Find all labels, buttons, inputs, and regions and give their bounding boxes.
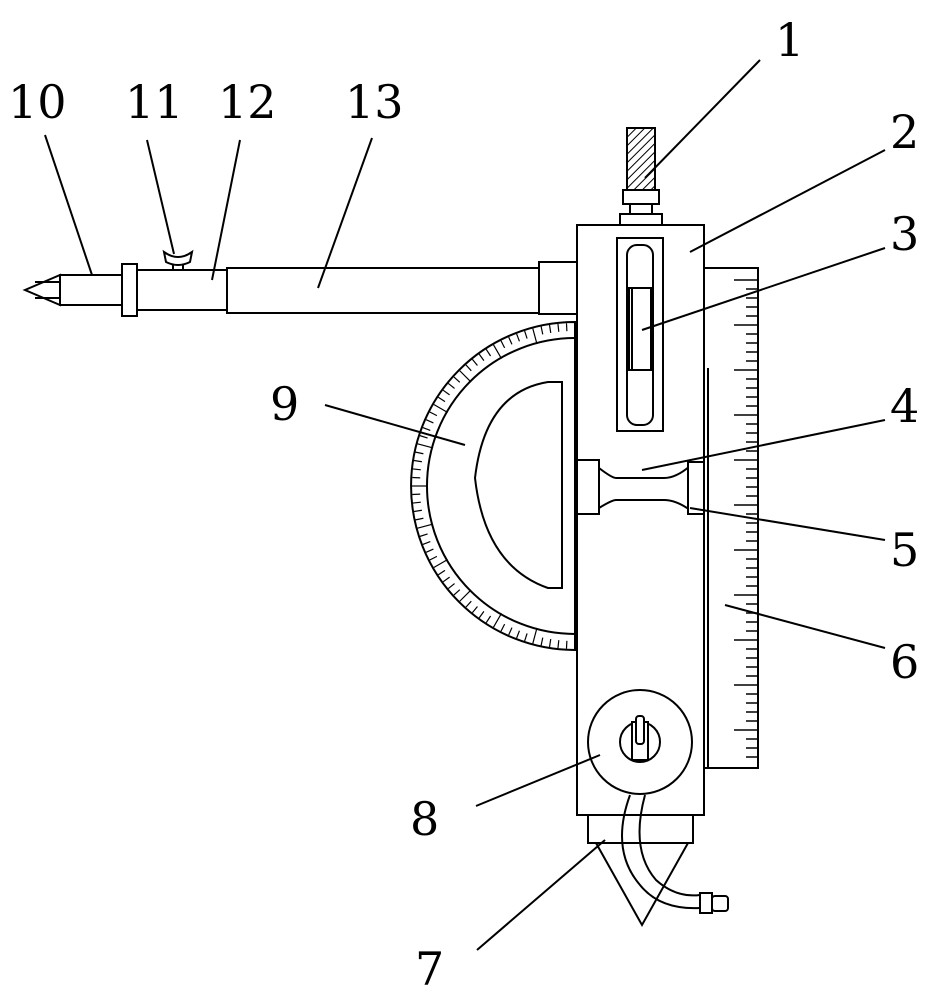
rod-assembly <box>22 249 578 317</box>
protractor-tick <box>417 443 434 449</box>
tip-point <box>22 273 61 307</box>
protractor-tick <box>532 627 538 644</box>
protractor-tick <box>459 589 472 602</box>
protractor-tick <box>508 336 513 345</box>
protractor-tick <box>437 396 446 403</box>
protractor-tick <box>417 523 434 529</box>
protractor-tick <box>442 389 450 396</box>
label-6: 6 <box>890 635 919 689</box>
protractor-tick <box>524 633 528 642</box>
protractor-tick <box>465 364 472 372</box>
protractor-tick <box>516 333 521 342</box>
label-3: 3 <box>890 207 919 261</box>
cross-bar-part-4 <box>576 459 705 515</box>
label-10: 10 <box>8 75 67 129</box>
label-9: 9 <box>270 377 299 431</box>
label-8: 8 <box>410 792 439 846</box>
protractor-tick <box>471 606 478 614</box>
label-13: 13 <box>345 75 404 129</box>
protractor-tick <box>459 370 472 383</box>
top-knob-part-1 <box>619 127 663 227</box>
protractor-tick <box>433 558 448 569</box>
protractor-tick <box>453 376 461 383</box>
protractor-tick <box>540 326 544 335</box>
protractor-ticks <box>412 323 576 649</box>
protractor-tick <box>478 611 485 619</box>
protractor-tick <box>415 451 424 455</box>
protractor-tick <box>524 330 528 339</box>
protractor-tick <box>415 517 424 521</box>
protractor-tick <box>500 623 506 632</box>
ruler-ticks <box>734 279 758 758</box>
leader-lines <box>44 59 886 951</box>
protractor-tick <box>425 548 434 553</box>
protractor-tick <box>516 630 521 639</box>
protractor-tick <box>508 627 513 636</box>
protractor-tick <box>413 509 423 513</box>
protractor-tick <box>453 589 461 596</box>
protractor-tick <box>442 576 450 583</box>
protractor-tick <box>419 435 428 439</box>
tip-body-part-10 <box>59 274 123 306</box>
protractor-tick <box>419 533 428 537</box>
main-tube-part-13 <box>226 267 540 314</box>
label-4: 4 <box>890 379 919 433</box>
protractor-tick <box>492 344 503 359</box>
protractor-tick <box>422 540 431 545</box>
protractor-tick <box>422 427 431 432</box>
protractor-tick <box>492 613 503 628</box>
protractor-tick <box>532 328 538 345</box>
protractor-tick <box>485 615 492 624</box>
label-2: 2 <box>890 105 919 159</box>
protractor-tick <box>413 459 423 463</box>
protractor-tick <box>433 403 448 414</box>
protractor-part-9 <box>410 320 576 652</box>
label-5: 5 <box>890 523 919 577</box>
label-12: 12 <box>218 75 277 129</box>
protractor-tick <box>500 340 506 349</box>
protractor-tick <box>465 600 472 608</box>
protractor-tick <box>540 637 544 646</box>
protractor-tick <box>471 358 478 366</box>
switch-part-8 <box>587 689 693 795</box>
protractor-tick <box>557 323 560 332</box>
nozzle-part-7 <box>587 794 729 928</box>
protractor-tick <box>412 468 421 471</box>
protractor-tick <box>548 638 552 648</box>
protractor-tick <box>447 583 455 590</box>
wing-nut-part-11 <box>162 249 194 271</box>
protractor-tick <box>425 419 434 424</box>
label-7: 7 <box>415 942 444 996</box>
protractor-tick <box>437 569 446 576</box>
protractor-tick <box>412 501 421 504</box>
protractor-tick <box>548 324 552 334</box>
protractor-tick <box>478 353 485 361</box>
slot-adjuster-part-3 <box>616 237 664 432</box>
protractor-tick <box>429 555 438 561</box>
protractor-tick <box>447 382 455 389</box>
rod-connector <box>538 261 578 315</box>
label-1: 1 <box>775 13 804 67</box>
label-11: 11 <box>125 75 184 129</box>
protractor-tick <box>557 640 560 649</box>
protractor-tick <box>485 348 492 357</box>
collar <box>121 263 138 317</box>
protractor-tick <box>429 411 438 417</box>
